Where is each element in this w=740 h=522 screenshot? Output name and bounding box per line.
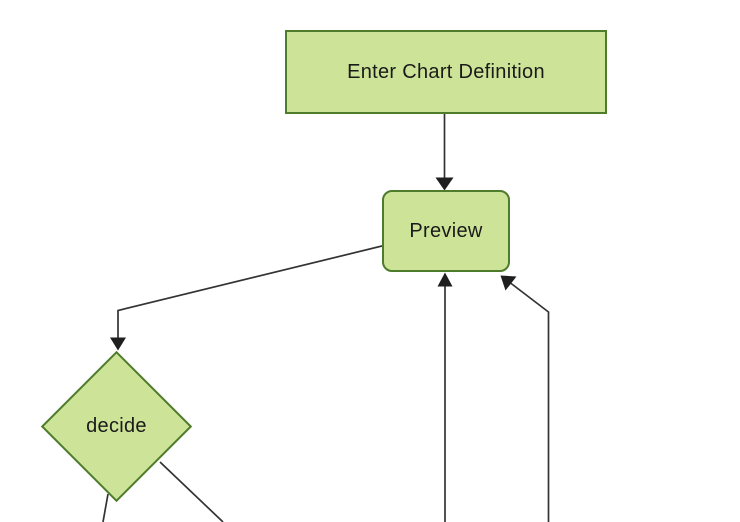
node-decide-label: decide [86, 415, 147, 437]
node-enter-label: Enter Chart Definition [347, 60, 545, 83]
edge-bottom-to-preview-corner [509, 282, 550, 522]
edge-decide-to-offscreen-right [159, 461, 224, 522]
edge-decide-to-offscreen-left [102, 493, 109, 522]
node-preview: Preview [382, 190, 510, 272]
diamond-inner: decide [65, 375, 168, 478]
arrowhead-into-preview-corner [500, 275, 517, 291]
arrowhead-into-preview-top [435, 177, 454, 191]
arrowhead-into-preview-bottom [437, 272, 453, 287]
arrowhead-into-decide-top [110, 337, 126, 351]
node-enter-chart-definition: Enter Chart Definition [285, 30, 607, 114]
node-preview-label: Preview [409, 219, 483, 242]
edge-preview-to-decide [117, 245, 383, 338]
